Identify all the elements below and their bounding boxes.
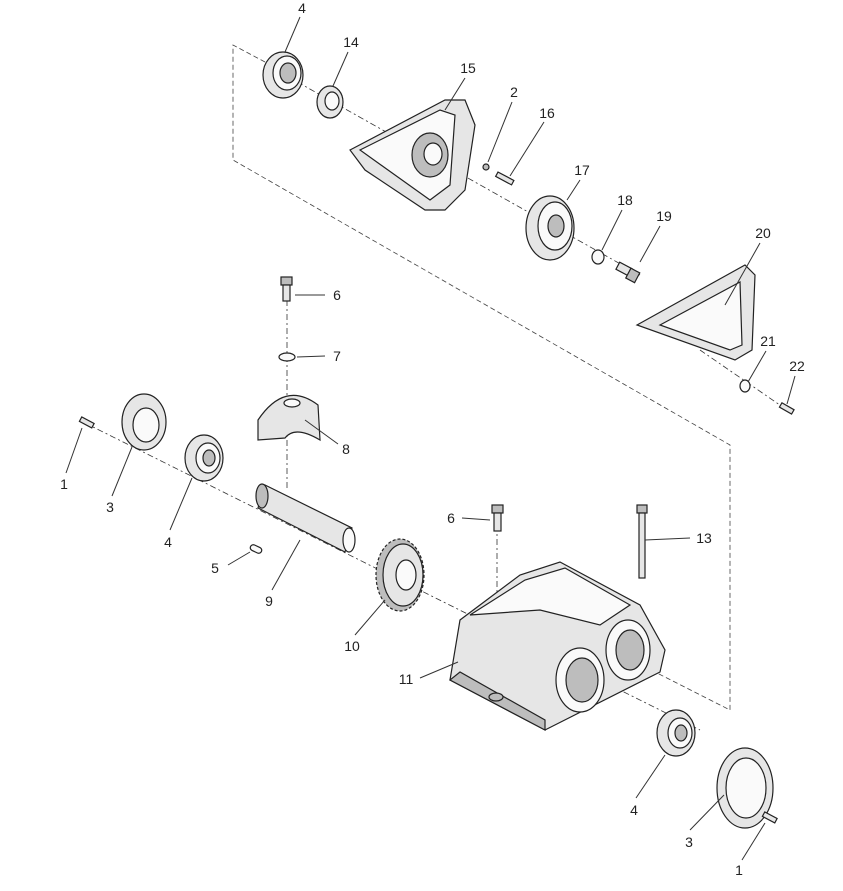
assembly-outline (232, 44, 731, 711)
part-clamp (257, 394, 321, 442)
callout-10: 10 (344, 638, 360, 654)
part-bolt-6-upper (280, 276, 293, 302)
callout-13: 13 (696, 530, 712, 546)
lower-axis (84, 422, 701, 731)
part-bearing-top (262, 51, 304, 99)
callout-6-lower: 6 (447, 510, 455, 526)
callout-19: 19 (656, 208, 672, 224)
part-washer-7 (278, 352, 296, 362)
part-washer-18 (591, 249, 605, 265)
callout-1-left: 1 (60, 476, 68, 492)
part-screw-1-bottom (761, 811, 778, 824)
callout-15: 15 (460, 60, 476, 76)
part-bearing-bottom (656, 709, 696, 757)
part-screw-1-left (78, 416, 95, 429)
callout-16: 16 (539, 105, 555, 121)
callout-21: 21 (760, 333, 776, 349)
callout-3-left: 3 (106, 499, 114, 515)
part-seal (316, 85, 344, 119)
part-end-cap-left (121, 393, 167, 451)
part-belt-cover (635, 264, 756, 361)
part-ball (482, 163, 490, 171)
callout-18: 18 (617, 192, 633, 208)
part-screw-16 (494, 171, 515, 186)
callout-1-bottom: 1 (735, 862, 743, 878)
part-washer-21 (739, 379, 751, 393)
callout-7: 7 (333, 348, 341, 364)
callout-5: 5 (211, 560, 219, 576)
part-pulley (525, 195, 575, 261)
callout-17: 17 (574, 162, 590, 178)
callout-8: 8 (342, 441, 350, 457)
callout-4-bottom: 4 (630, 802, 638, 818)
callout-2: 2 (510, 84, 518, 100)
cover-axis (699, 349, 791, 413)
callout-3-bottom: 3 (685, 834, 693, 850)
callout-6-upper: 6 (333, 287, 341, 303)
part-gear-housing (448, 561, 666, 731)
part-gear (375, 538, 425, 612)
part-end-cap-bottom (716, 747, 774, 829)
upper-axis (284, 74, 641, 276)
callout-9: 9 (265, 593, 273, 609)
part-bolt-6-lower (491, 504, 504, 532)
callout-14: 14 (343, 34, 359, 50)
callout-11: 11 (399, 671, 414, 687)
leader-lines (65, 16, 796, 861)
callout-4-top: 4 (298, 0, 306, 16)
part-shaft (255, 483, 356, 553)
part-long-bolt (636, 504, 648, 579)
callout-4-left: 4 (164, 534, 172, 550)
part-bearing-bracket (349, 99, 476, 211)
part-bolt-19 (615, 261, 641, 284)
part-bearing-left (184, 434, 224, 482)
part-screw-22 (778, 401, 795, 415)
part-key (249, 544, 263, 554)
callout-22: 22 (789, 358, 805, 374)
callout-20: 20 (755, 225, 771, 241)
